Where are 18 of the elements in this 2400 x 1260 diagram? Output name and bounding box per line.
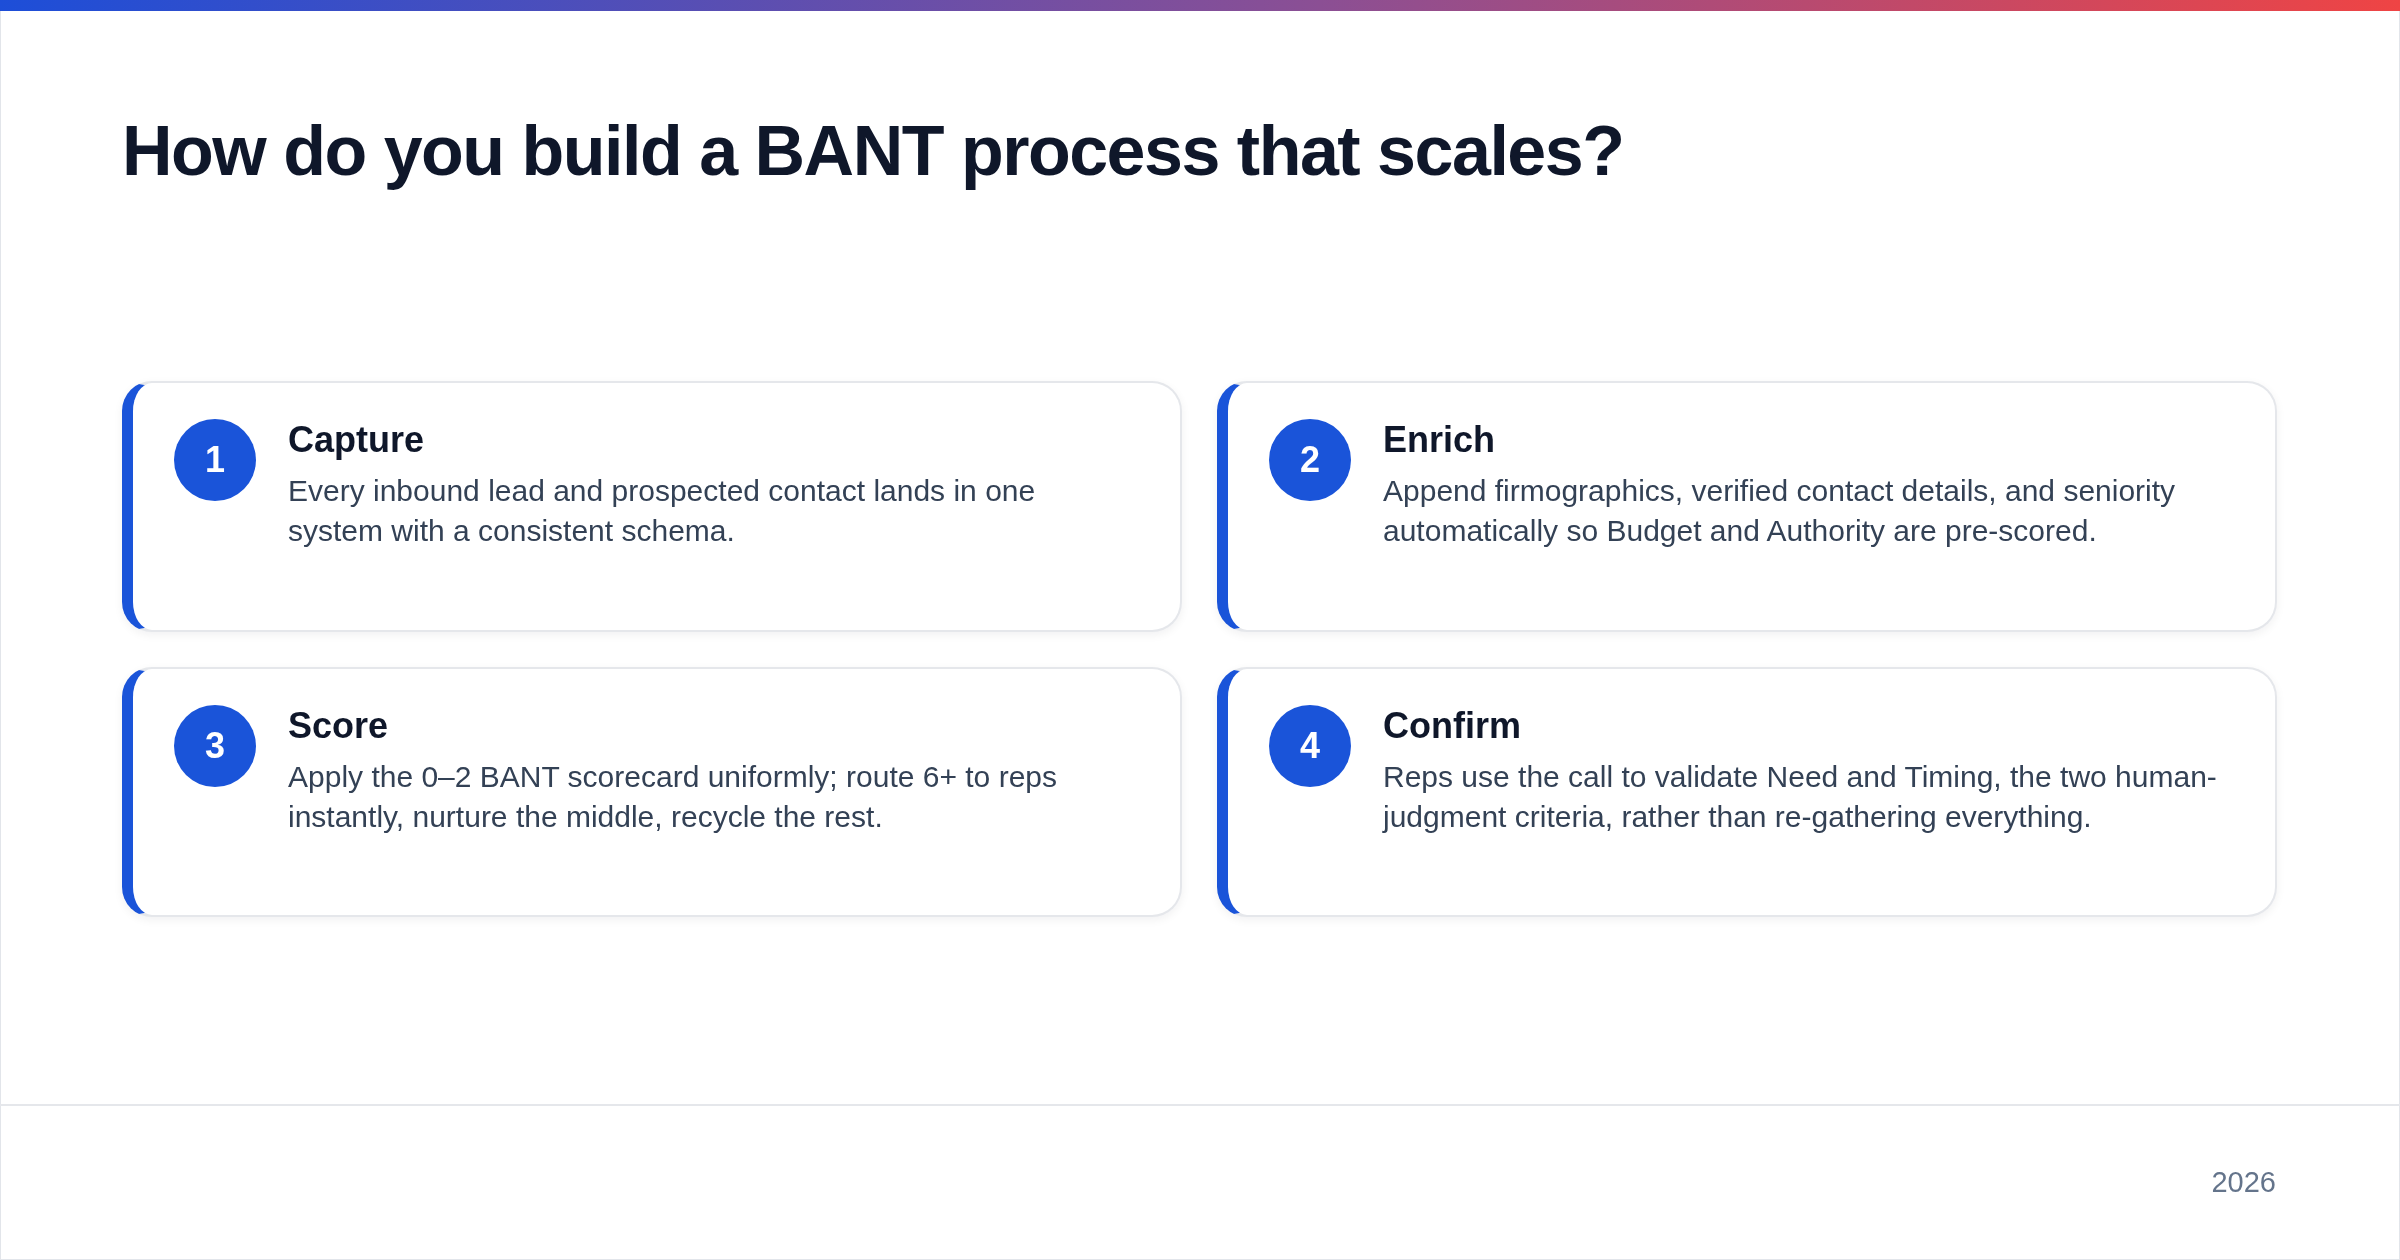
step-heading: Confirm xyxy=(1383,704,1521,748)
step-card xyxy=(122,381,1182,632)
step-card xyxy=(1217,667,2277,917)
step-heading: Score xyxy=(288,704,389,748)
step-card xyxy=(1217,381,2277,632)
step-heading: Capture xyxy=(288,418,425,462)
step-description: Apply the 0–2 BANT scorecard uniformly; route 6+ to reps instantly, nurture the middle, recycle the rest. xyxy=(288,759,1058,835)
page-title: How do you build a BANT process that scales? xyxy=(122,111,1624,192)
step-description: Reps use the call to validate Need and Timing, the two human-judgment criteria, rather than re-gathering everything. xyxy=(1383,759,2218,835)
step-number: 2 xyxy=(1269,419,1351,501)
step-description: Every inbound lead and prospected contact lands in one system with a consistent schema. xyxy=(288,473,1037,549)
step-description: Append firmographics, verified contact details, and seniority automatically so Budget and Authority are pre-scored. xyxy=(1383,473,2177,549)
step-number: 4 xyxy=(1269,705,1351,787)
step-number: 3 xyxy=(174,705,256,787)
step-heading: Enrich xyxy=(1383,418,1496,462)
year-label: 2026 xyxy=(2211,1165,2276,1200)
step-number: 1 xyxy=(174,419,256,501)
step-card xyxy=(122,667,1182,917)
